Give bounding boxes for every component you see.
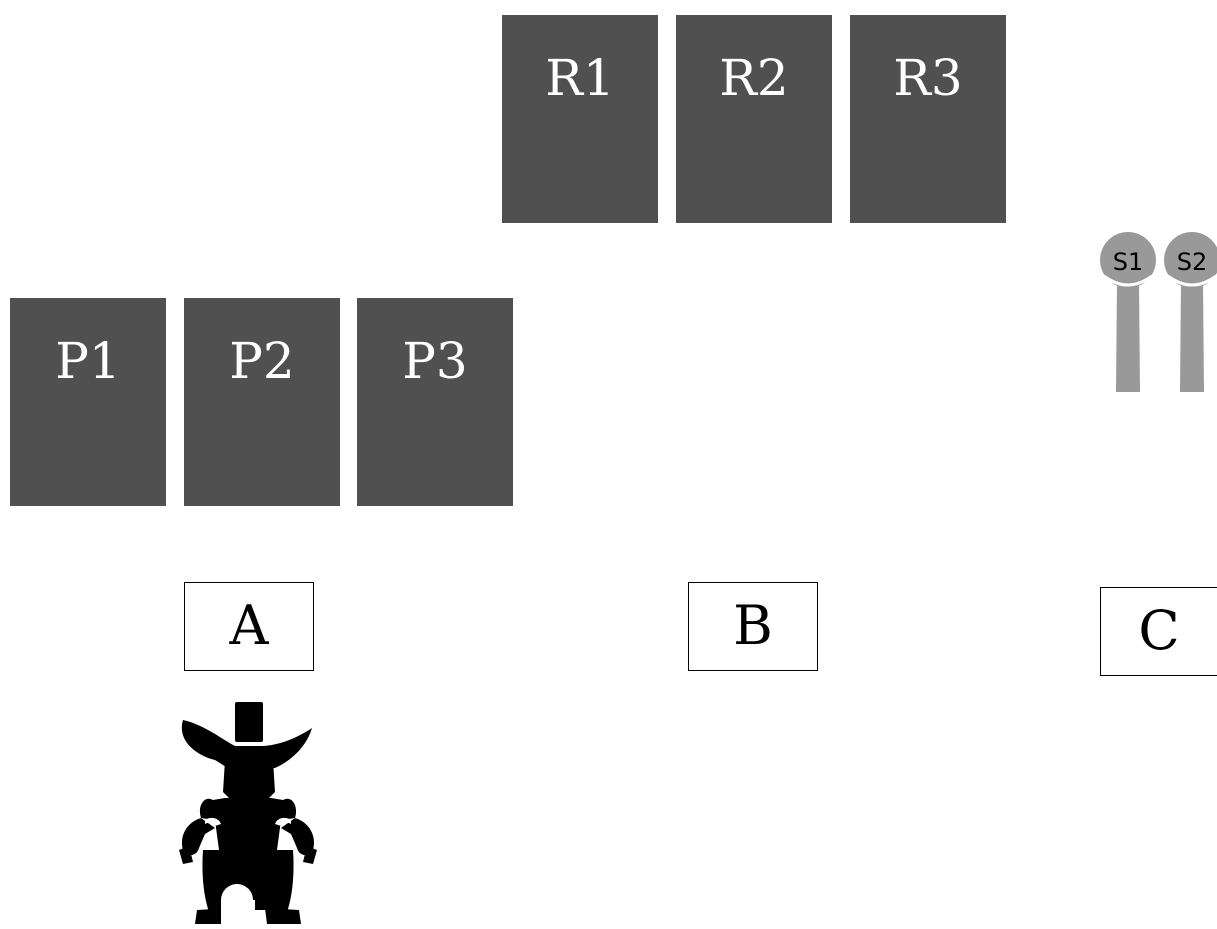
location-a[interactable]: A <box>184 582 314 671</box>
card-p1[interactable]: P1 <box>10 298 166 506</box>
slot-s1[interactable]: S1 <box>1100 232 1156 392</box>
slot-s1-label: S1 <box>1100 250 1156 274</box>
card-r2[interactable]: R2 <box>676 15 832 223</box>
card-r1[interactable]: R1 <box>502 15 658 223</box>
cartoon-character-silhouette-icon <box>175 700 320 925</box>
slot-s2[interactable]: S2 <box>1164 232 1217 392</box>
slot-s2-label: S2 <box>1164 250 1217 274</box>
location-b[interactable]: B <box>688 582 818 671</box>
card-p3[interactable]: P3 <box>357 298 513 506</box>
location-c[interactable]: C <box>1100 587 1217 676</box>
card-p2[interactable]: P2 <box>184 298 340 506</box>
card-r3[interactable]: R3 <box>850 15 1006 223</box>
